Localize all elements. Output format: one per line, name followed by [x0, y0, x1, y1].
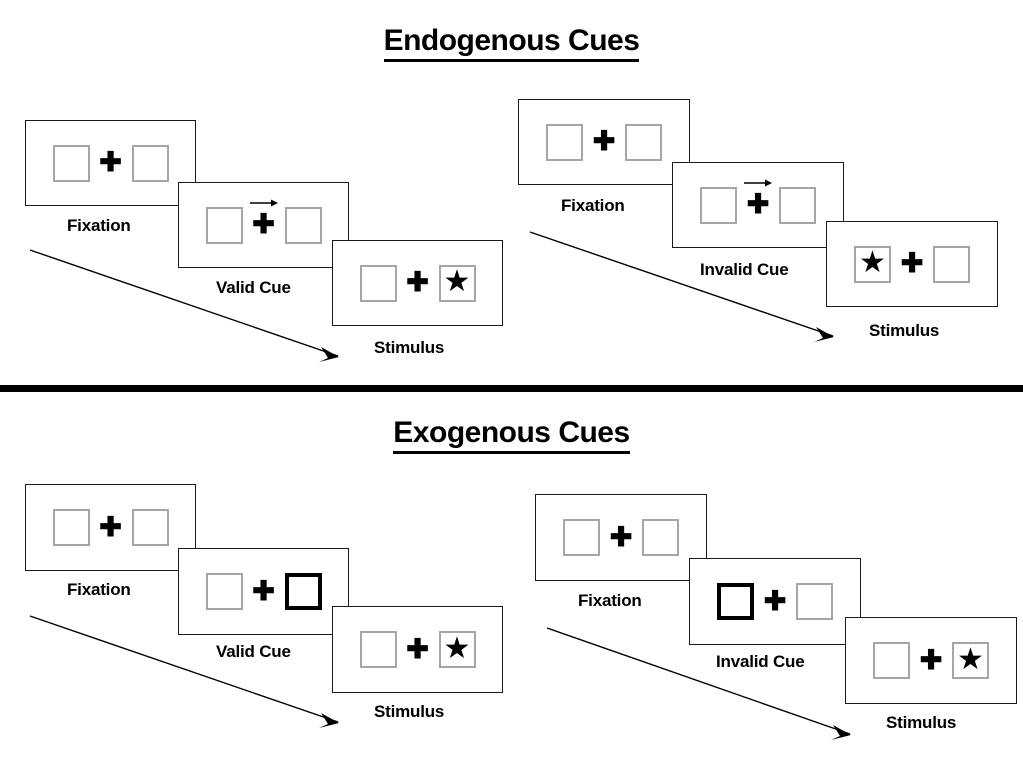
- panel-exogenous-invalid-cue: ✚: [689, 558, 861, 645]
- caption-endogenous-valid-stimulus: Stimulus: [374, 338, 445, 357]
- fixation-cross-icon: ✚: [900, 248, 924, 279]
- flow-arrow-exogenous-invalid: [546, 627, 851, 740]
- placeholder-box-right: [642, 519, 679, 556]
- panel-content: ✚ ★: [873, 642, 989, 679]
- placeholder-box-left: [359, 264, 397, 302]
- panel-exogenous-valid-cue: ✚: [178, 548, 349, 635]
- fixation-cross-glyph: ✚: [746, 189, 770, 220]
- panel-exogenous-invalid-fixation: ✚: [535, 494, 707, 581]
- fixation-cross-icon: ✚: [406, 267, 429, 298]
- placeholder-box-left: [52, 144, 90, 182]
- arrow-right-cue-icon: [744, 179, 772, 187]
- flow-arrow-exogenous-valid: [29, 615, 339, 728]
- fixation-cross-icon: ✚: [592, 126, 616, 157]
- panel-endogenous-invalid-fixation: ✚: [518, 99, 690, 185]
- panel-exogenous-valid-stimulus: ✚ ★: [332, 606, 503, 693]
- panel-content: ✚: [546, 123, 662, 161]
- panel-content: ✚: [52, 144, 169, 182]
- target-box-right: ★: [438, 631, 476, 668]
- panel-content: ✚: [717, 583, 833, 620]
- target-box-left: ★: [854, 245, 891, 283]
- panel-content: ✚ ★: [359, 264, 476, 302]
- placeholder-box-right: [284, 206, 322, 244]
- panel-content: ★ ✚: [854, 245, 970, 283]
- placeholder-box-left: [205, 206, 243, 244]
- fixation-cross-icon: ✚: [737, 179, 779, 218]
- cued-box-right: [284, 573, 322, 610]
- placeholder-box-right: [796, 583, 833, 620]
- arrow-right-cue-icon: [249, 199, 278, 207]
- caption-exogenous-valid-fixation: Fixation: [67, 580, 131, 599]
- fixation-cross-icon: ✚: [99, 511, 122, 542]
- target-star-icon: ★: [957, 642, 984, 676]
- flow-arrow-endogenous-invalid: [529, 231, 834, 342]
- caption-endogenous-invalid-fixation: Fixation: [561, 196, 625, 215]
- flow-arrow-endogenous-valid: [29, 249, 339, 362]
- caption-exogenous-invalid-stimulus: Stimulus: [886, 713, 957, 732]
- fixation-cross-icon: ✚: [609, 521, 633, 552]
- panel-content: ✚: [205, 199, 322, 244]
- panel-endogenous-invalid-stimulus: ★ ✚: [826, 221, 998, 307]
- caption-endogenous-valid-fixation: Fixation: [67, 216, 131, 235]
- caption-endogenous-invalid-cue: Invalid Cue: [700, 260, 789, 279]
- fixation-cross-icon: ✚: [919, 644, 943, 675]
- placeholder-box-right: [933, 245, 970, 283]
- section-title-endogenous-text: Endogenous Cues: [383, 24, 640, 62]
- panel-endogenous-invalid-cue: ✚: [672, 162, 844, 248]
- placeholder-box-left: [873, 642, 910, 679]
- panel-content: ✚: [700, 179, 816, 224]
- target-star-icon: ★: [443, 265, 471, 298]
- caption-exogenous-valid-cue: Valid Cue: [216, 642, 291, 661]
- placeholder-box-left: [205, 573, 243, 610]
- fixation-cross-icon: ✚: [243, 199, 285, 238]
- panel-exogenous-valid-fixation: ✚: [25, 484, 196, 571]
- target-box-right: ★: [438, 264, 476, 302]
- panel-content: ✚: [205, 573, 322, 610]
- panel-content: ✚: [563, 519, 679, 556]
- placeholder-box-right: [131, 509, 169, 546]
- caption-endogenous-invalid-stimulus: Stimulus: [869, 321, 940, 340]
- section-divider: [0, 385, 1023, 392]
- placeholder-box-left: [546, 123, 583, 161]
- caption-exogenous-invalid-fixation: Fixation: [578, 591, 642, 610]
- panel-content: ✚: [52, 509, 169, 546]
- panel-content: ✚ ★: [359, 631, 476, 668]
- target-star-icon: ★: [859, 246, 886, 279]
- target-star-icon: ★: [443, 631, 471, 665]
- caption-exogenous-valid-stimulus: Stimulus: [374, 702, 445, 721]
- panel-endogenous-valid-stimulus: ✚ ★: [332, 240, 503, 326]
- fixation-cross-icon: ✚: [99, 147, 122, 178]
- caption-endogenous-valid-cue: Valid Cue: [216, 278, 291, 297]
- section-title-endogenous: Endogenous Cues: [0, 24, 1023, 62]
- fixation-cross-glyph: ✚: [252, 209, 275, 240]
- placeholder-box-left: [700, 186, 737, 224]
- cued-box-left: [717, 583, 754, 620]
- placeholder-box-right: [779, 186, 816, 224]
- fixation-cross-icon: ✚: [406, 633, 429, 664]
- caption-exogenous-invalid-cue: Invalid Cue: [716, 652, 805, 671]
- section-title-exogenous-text: Exogenous Cues: [393, 416, 630, 454]
- section-title-exogenous: Exogenous Cues: [0, 416, 1023, 454]
- placeholder-box-left: [52, 509, 90, 546]
- panel-exogenous-invalid-stimulus: ✚ ★: [845, 617, 1017, 704]
- placeholder-box-left: [563, 519, 600, 556]
- panel-endogenous-valid-cue: ✚: [178, 182, 349, 268]
- placeholder-box-right: [131, 144, 169, 182]
- fixation-cross-icon: ✚: [763, 585, 787, 616]
- panel-endogenous-valid-fixation: ✚: [25, 120, 196, 206]
- placeholder-box-left: [359, 631, 397, 668]
- target-box-right: ★: [952, 642, 989, 679]
- placeholder-box-right: [625, 123, 662, 161]
- fixation-cross-icon: ✚: [252, 575, 275, 606]
